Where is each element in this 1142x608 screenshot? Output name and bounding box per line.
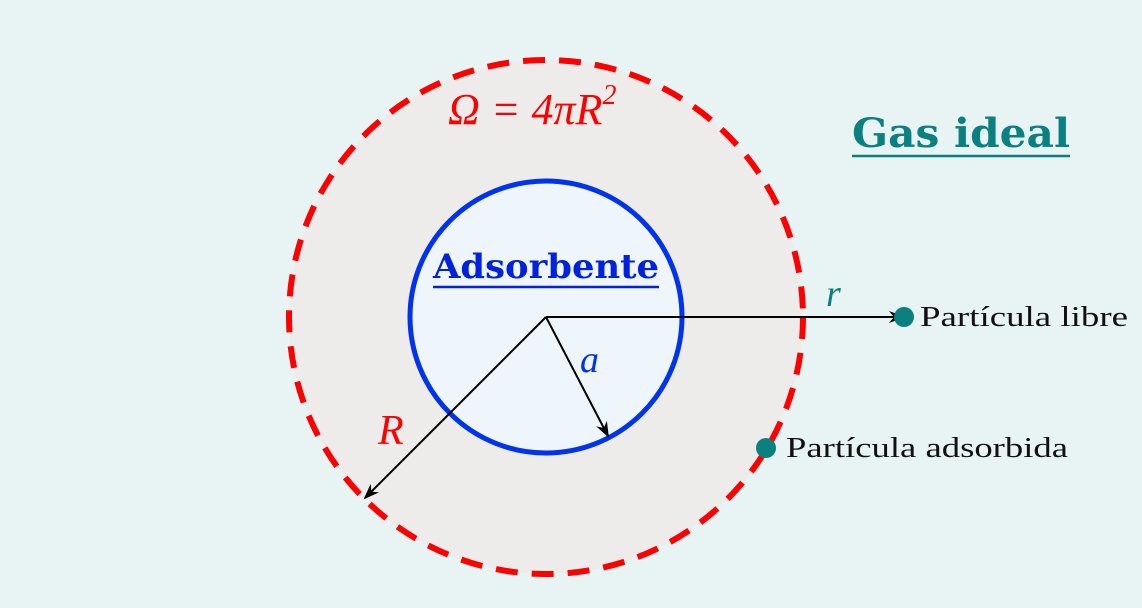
adsorbed-particle-label: Partícula adsorbida: [786, 433, 1069, 464]
radius-R-arrow: [363, 316, 547, 500]
omega-formula-exponent: 2: [602, 80, 616, 111]
omega-formula: Ω = 4πR2: [448, 80, 616, 134]
free-particle-dot: [894, 307, 914, 327]
adsorbent-title: Adsorbente: [432, 247, 659, 287]
adsorbed-particle-dot: [756, 438, 776, 458]
gas-ideal-title: Gas ideal: [852, 110, 1070, 157]
free-particle-label: Partícula libre: [920, 302, 1128, 333]
r-label: r: [826, 273, 841, 315]
R-label: R: [377, 408, 404, 454]
radius-a-arrow: [545, 316, 609, 438]
a-label: a: [580, 339, 599, 381]
omega-formula-main: Ω = 4πR: [448, 85, 603, 134]
